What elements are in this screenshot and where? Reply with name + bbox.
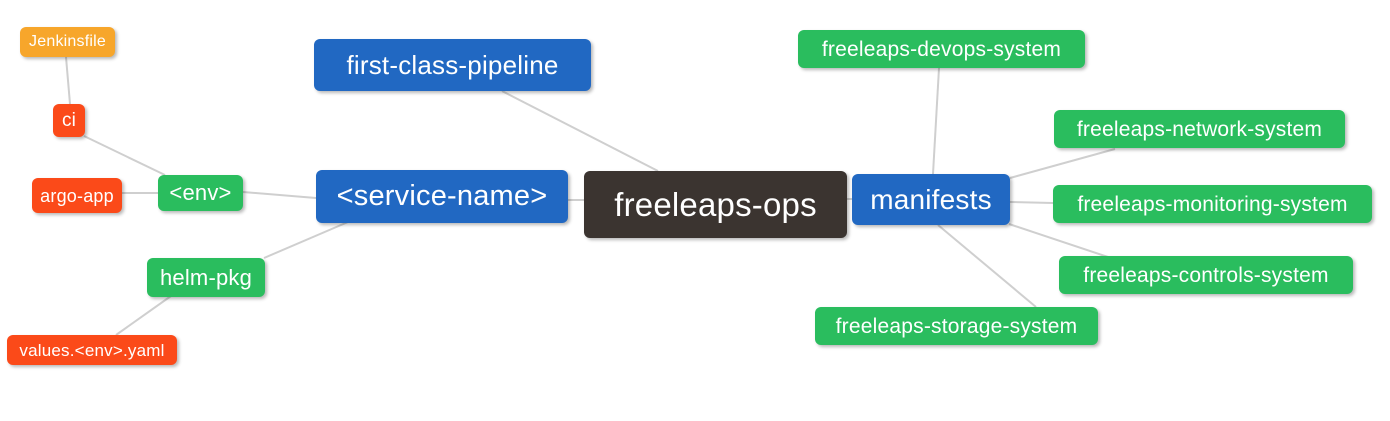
edge-ci-env: [83, 135, 166, 176]
edge-manifests-storage: [937, 224, 1037, 308]
edge-pipeline-ops: [501, 90, 659, 172]
node-jenkinsfile[interactable]: Jenkinsfile: [20, 27, 115, 57]
edge-manifests-network: [1009, 148, 1116, 179]
node-argo-app[interactable]: argo-app: [32, 178, 122, 213]
node-env[interactable]: <env>: [158, 175, 243, 211]
node-storage-system[interactable]: freeleaps-storage-system: [815, 307, 1098, 345]
node-helm-pkg[interactable]: helm-pkg: [147, 258, 265, 297]
node-values-env-yaml[interactable]: values.<env>.yaml: [7, 335, 177, 365]
node-controls-system[interactable]: freeleaps-controls-system: [1059, 256, 1353, 294]
node-ci[interactable]: ci: [53, 104, 85, 137]
edge-manifests-monitoring: [1009, 201, 1054, 204]
edge-manifests-controls: [1008, 223, 1109, 258]
node-manifests[interactable]: manifests: [852, 174, 1010, 225]
edge-helm-pkg-service-name: [263, 221, 349, 259]
node-devops-system[interactable]: freeleaps-devops-system: [798, 30, 1085, 68]
node-network-system[interactable]: freeleaps-network-system: [1054, 110, 1345, 148]
edge-env-service-name: [242, 191, 317, 199]
node-first-class-pipeline[interactable]: first-class-pipeline: [314, 39, 591, 91]
edge-manifests-devops: [932, 67, 940, 175]
edge-jenkinsfile-ci: [65, 56, 71, 105]
node-monitoring-system[interactable]: freeleaps-monitoring-system: [1053, 185, 1372, 223]
node-freeleaps-ops[interactable]: freeleaps-ops: [584, 171, 847, 238]
edge-helm-pkg-values-yaml: [115, 295, 172, 336]
node-service-name[interactable]: <service-name>: [316, 170, 568, 223]
